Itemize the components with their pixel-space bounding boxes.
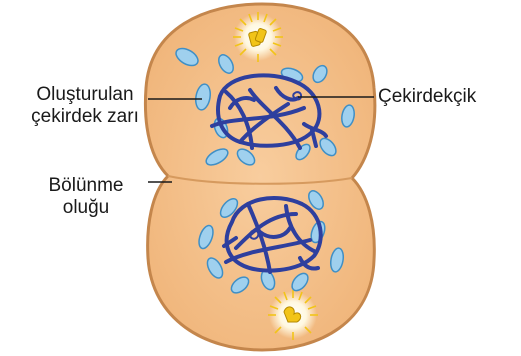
label-nucleolus: Çekirdekçik [378, 86, 476, 108]
label-cleavage-furrow-line2: oluğu [40, 197, 132, 219]
centrosome-top [233, 12, 283, 62]
label-forming-nuclear-envelope-line1: Oluşturulan [6, 84, 164, 106]
label-cleavage-furrow: Bölünme oluğu [40, 175, 132, 219]
label-forming-nuclear-envelope-line2: çekirdek zarı [6, 106, 164, 128]
label-forming-nuclear-envelope: Oluşturulan çekirdek zarı [6, 84, 164, 128]
centrosome-bottom [268, 290, 318, 340]
label-cleavage-furrow-line1: Bölünme [40, 175, 132, 197]
